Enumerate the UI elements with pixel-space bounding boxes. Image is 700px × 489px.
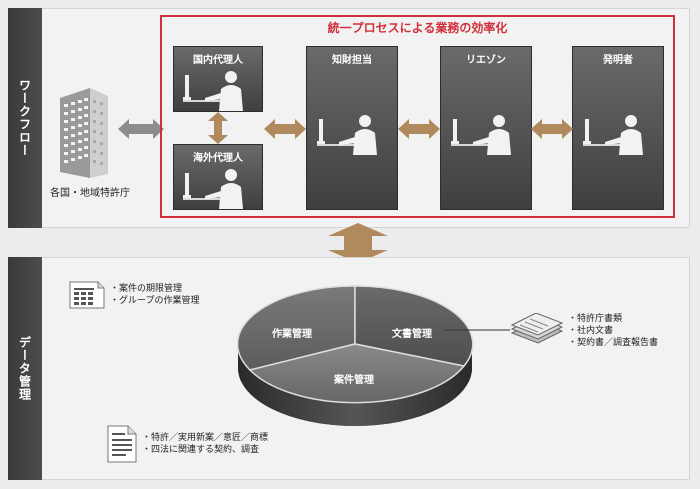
case-note-item: ・特許／実用新案／意匠／商標 — [142, 433, 269, 443]
workflow-side-bar: ワークフロー — [8, 8, 42, 228]
role-inventor-label: 発明者 — [603, 55, 633, 66]
role-ip-staff-label: 知財担当 — [332, 55, 372, 66]
person-at-computer-icon — [183, 71, 243, 111]
role-domestic-agent: 国内代理人 — [173, 46, 263, 112]
person-at-computer-icon — [451, 115, 511, 155]
work-notes: ・案件の期限管理 ・グループの作業管理 — [110, 283, 199, 307]
pie-segment-cases — [248, 343, 466, 404]
person-at-computer-icon — [183, 169, 243, 209]
patent-office-label: 各国・地域特許庁 — [50, 188, 130, 199]
role-overseas-agent-label: 海外代理人 — [193, 153, 243, 164]
document-note-item: ・契約書／調査報告書 — [568, 338, 659, 348]
pie-segment-work — [236, 285, 356, 371]
office-building-icon — [60, 88, 108, 178]
case-note-item: ・四法に関連する契約、調査 — [142, 445, 260, 455]
person-at-computer-icon — [317, 115, 377, 155]
role-ip-staff: 知財担当 — [306, 46, 398, 210]
agent-ipstaff-connector — [264, 119, 306, 139]
agent-agent-connector — [208, 112, 228, 144]
role-liaison: リエゾン — [440, 46, 532, 210]
role-overseas-agent: 海外代理人 — [173, 144, 263, 210]
data-side-bar: データ管理 — [8, 257, 42, 480]
pie-segment-documents — [354, 285, 474, 367]
liaison-inventor-connector — [531, 119, 573, 139]
workflow-panel: ワークフロー 各国・地域特許庁 統一プロセスによ — [8, 8, 690, 228]
document-icon — [107, 425, 137, 463]
document-stack-icon — [510, 313, 564, 344]
person-at-computer-icon — [583, 115, 643, 155]
document-note-item: ・特許庁書類 — [568, 314, 623, 324]
workflow-side-label: ワークフロー — [17, 79, 32, 157]
workflow-data-connector — [328, 223, 388, 263]
role-domestic-agent-label: 国内代理人 — [193, 55, 243, 66]
documents-leader-line — [444, 329, 510, 331]
role-inventor: 発明者 — [572, 46, 664, 210]
pie-label-documents: 文書管理 — [392, 329, 432, 340]
work-note-item: ・グループの作業管理 — [110, 296, 200, 306]
ipstaff-liaison-connector — [398, 119, 440, 139]
data-side-label: データ管理 — [17, 336, 32, 401]
office-agent-connector — [118, 119, 164, 139]
pie-label-cases: 案件管理 — [334, 375, 374, 386]
unified-process-frame: 統一プロセスによる業務の効率化 — [160, 15, 675, 218]
role-liaison-label: リエゾン — [466, 55, 506, 66]
spreadsheet-icon — [69, 281, 105, 309]
case-notes: ・特許／実用新案／意匠／商標 ・四法に関連する契約、調査 — [142, 432, 268, 456]
document-note-item: ・社内文書 — [568, 326, 614, 336]
data-pie-chart — [236, 285, 474, 426]
pie-label-work: 作業管理 — [272, 329, 312, 340]
work-note-item: ・案件の期限管理 — [110, 284, 183, 294]
document-notes: ・特許庁書類 ・社内文書 ・契約書／調査報告書 — [568, 313, 658, 349]
process-title: 統一プロセスによる業務の効率化 — [327, 21, 508, 35]
